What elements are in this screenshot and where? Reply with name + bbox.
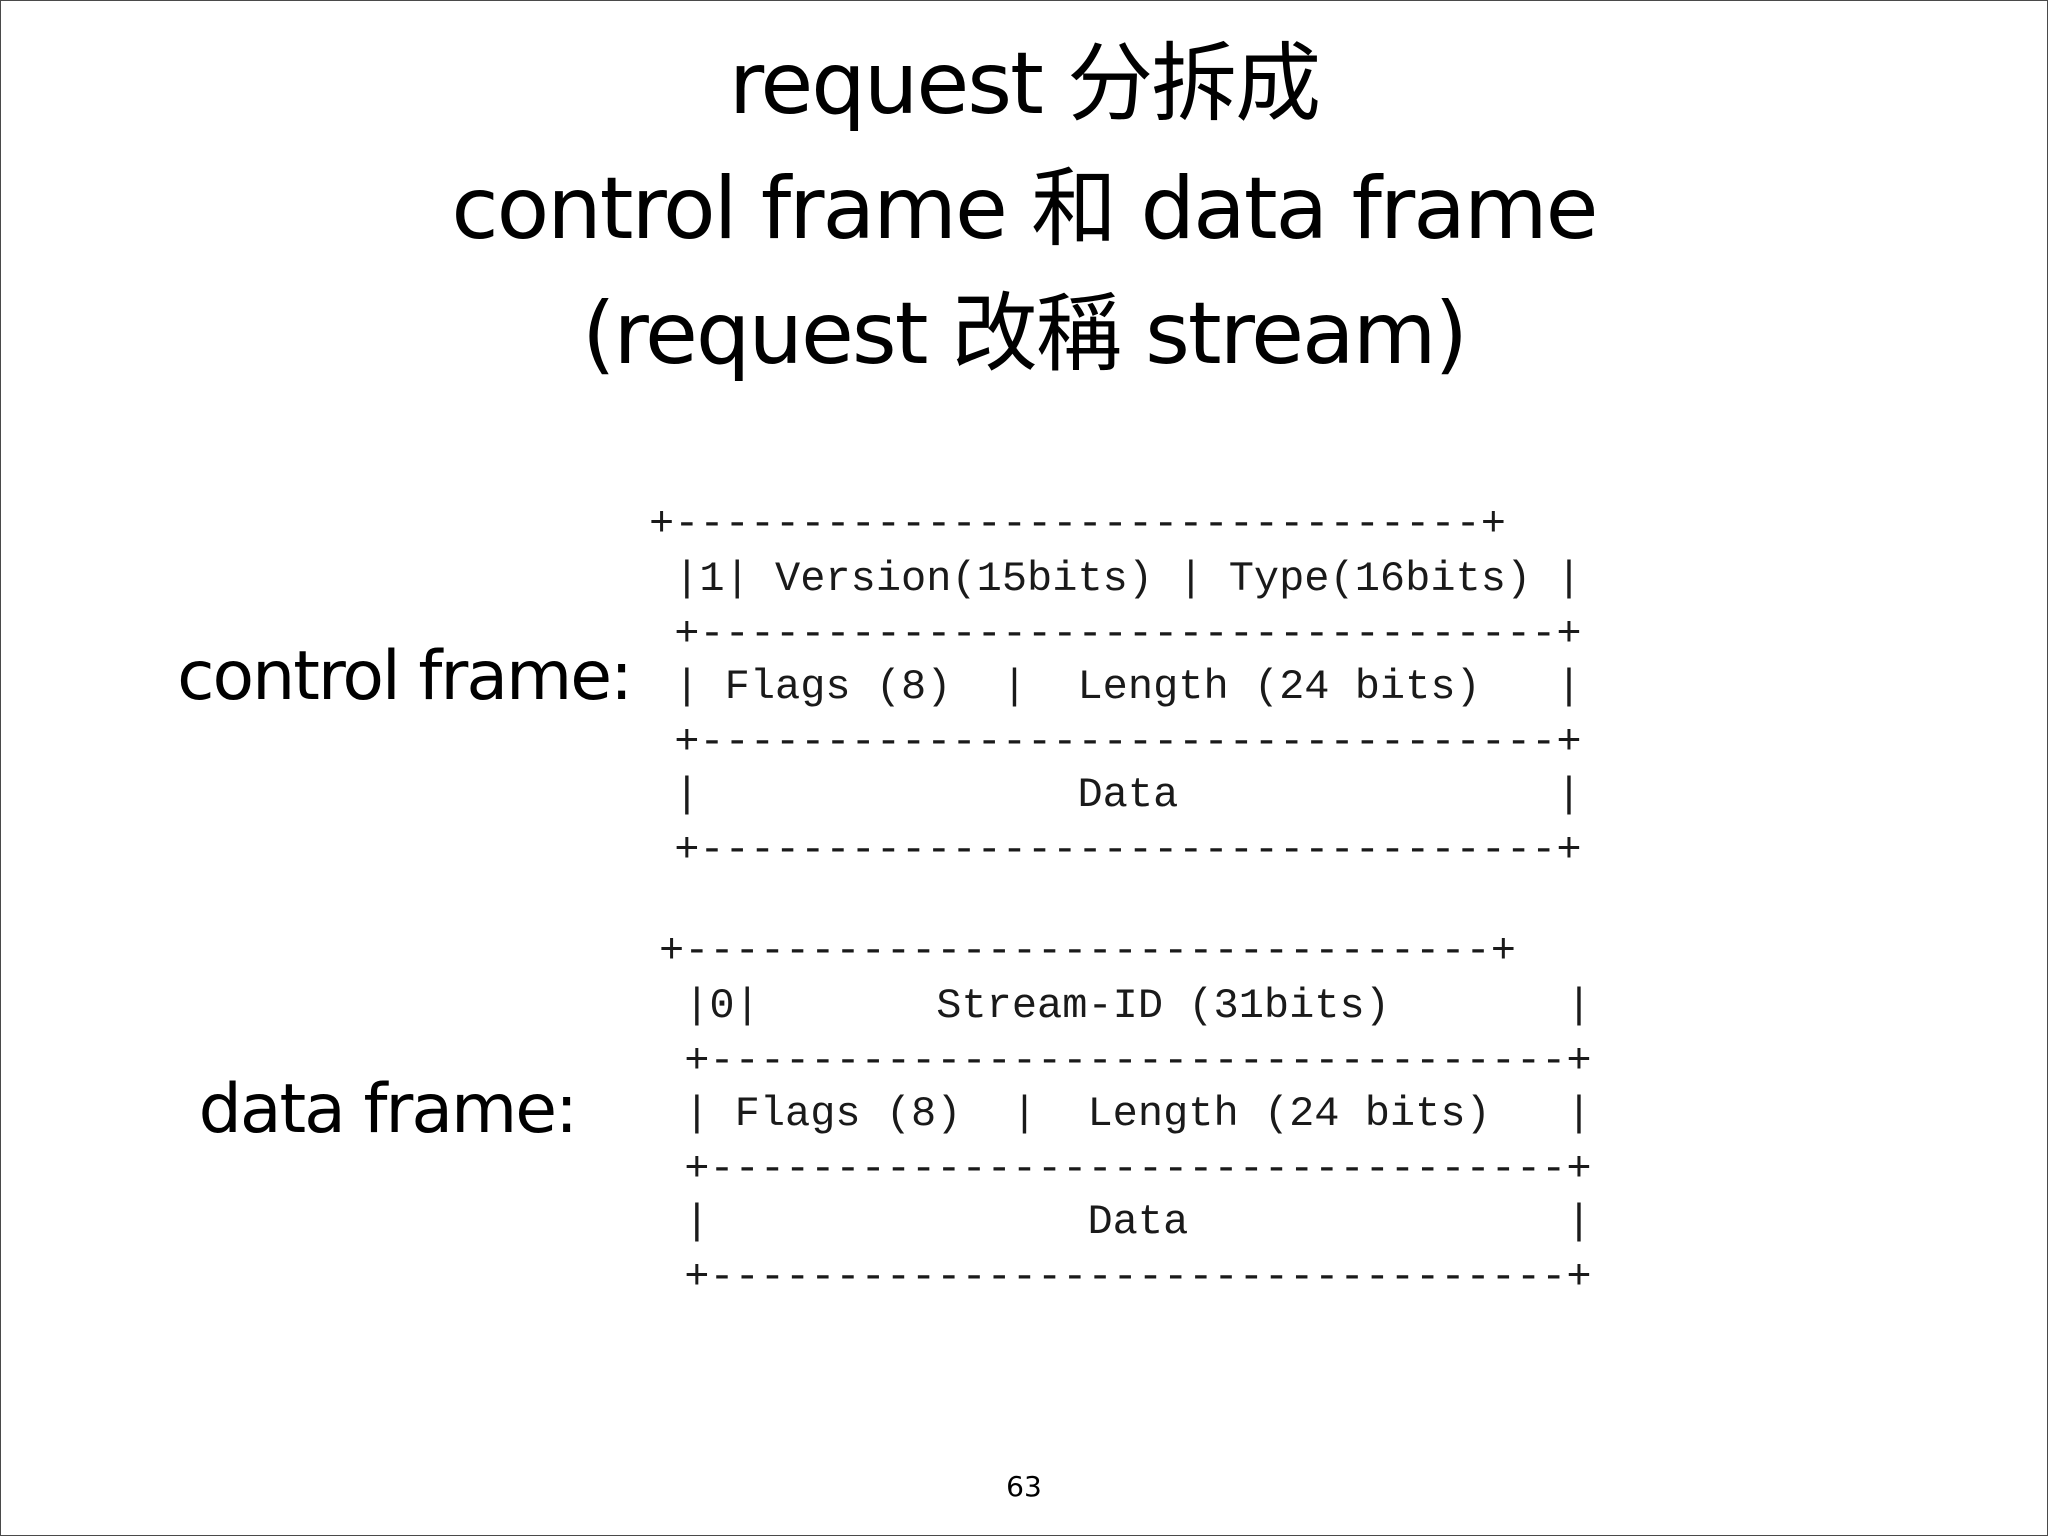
control-frame-line: | Flags (8) | Length (24 bits) | <box>649 663 1582 711</box>
page-number: 63 <box>1006 1470 1042 1503</box>
data-frame-line: +--------------------------------+ <box>659 927 1516 975</box>
control-frame-line: +--------------------------------+ <box>649 500 1506 548</box>
data-frame-label: data frame: <box>198 1070 578 1149</box>
data-frame-line: | Flags (8) | Length (24 bits) | <box>659 1090 1592 1138</box>
control-frame-line: | Data | <box>649 771 1582 819</box>
data-frame-line: +----------------------------------+ <box>659 1037 1592 1085</box>
slide-title-line-1: request 分拆成 <box>728 34 1321 134</box>
slide-title-line-2: control frame 和 data frame <box>451 159 1598 259</box>
data-frame-line: | Data | <box>659 1198 1592 1246</box>
control-frame-line: +----------------------------------+ <box>649 718 1582 766</box>
data-frame-line: +----------------------------------+ <box>659 1253 1592 1301</box>
control-frame-line: |1| Version(15bits) | Type(16bits) | <box>649 555 1582 603</box>
control-frame-line: +----------------------------------+ <box>649 826 1582 874</box>
control-frame-line: +----------------------------------+ <box>649 610 1582 658</box>
slide-title-line-3: (request 改稱 stream) <box>581 284 1468 384</box>
data-frame-line: +----------------------------------+ <box>659 1145 1592 1193</box>
data-frame-line: |0| Stream-ID (31bits) | <box>659 982 1592 1030</box>
control-frame-label: control frame: <box>177 637 633 716</box>
